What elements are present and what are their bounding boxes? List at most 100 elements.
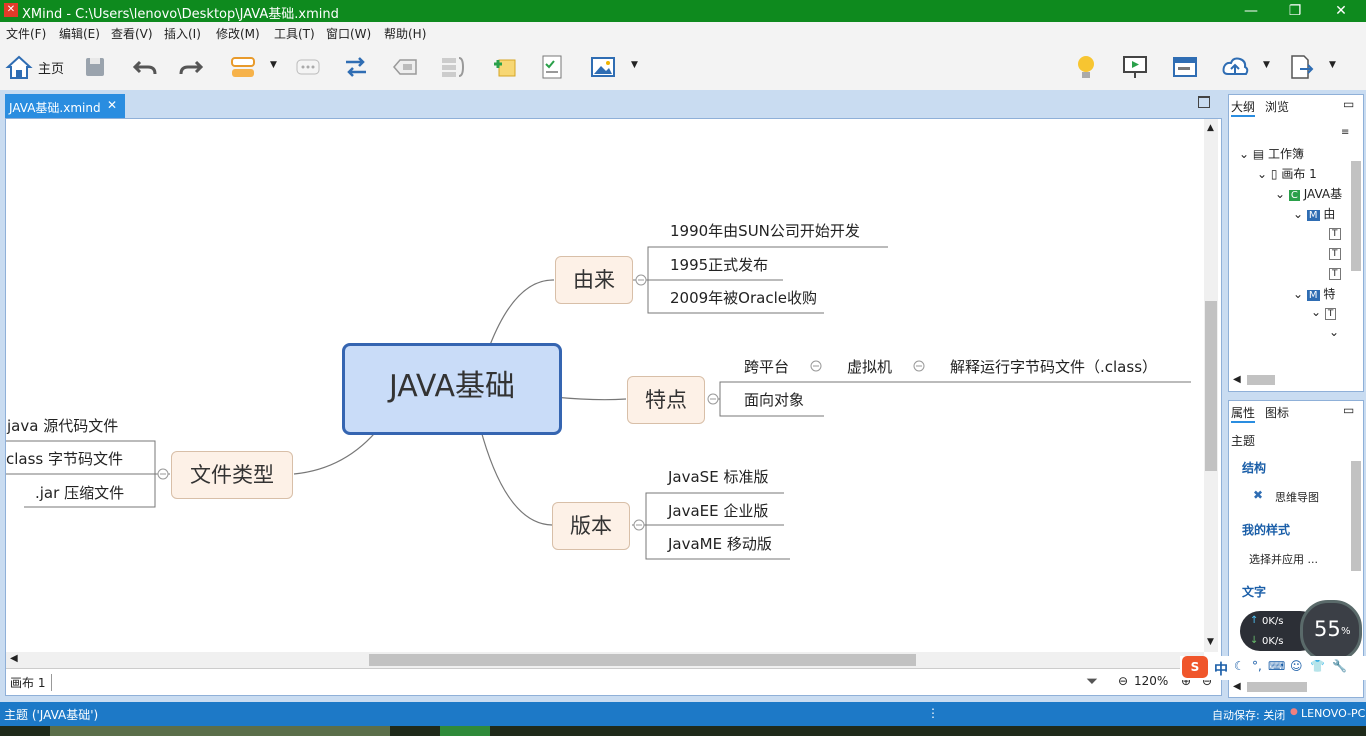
relationship-button[interactable] bbox=[341, 52, 371, 82]
vertical-scroll-thumb[interactable] bbox=[1205, 301, 1217, 471]
menu-view[interactable]: 查看(V) bbox=[111, 27, 153, 41]
undo-button[interactable] bbox=[130, 52, 160, 82]
outline-row-leaf[interactable]: T bbox=[1329, 265, 1341, 285]
outline-row-central[interactable]: ⌄ C JAVA基 bbox=[1275, 187, 1343, 201]
menu-insert[interactable]: 插入(I) bbox=[164, 27, 201, 41]
home-button[interactable] bbox=[4, 52, 34, 82]
redo-button[interactable] bbox=[176, 52, 206, 82]
menu-edit[interactable]: 编辑(E) bbox=[59, 27, 100, 41]
tab-outline[interactable]: 大纲 bbox=[1231, 98, 1256, 117]
outline-row-features[interactable]: ⌄ M 特 bbox=[1293, 287, 1336, 301]
user-icon[interactable]: ☺ bbox=[1290, 659, 1303, 673]
props-vscroll-thumb[interactable] bbox=[1351, 461, 1361, 571]
outline-row-leaf[interactable]: ⌄ bbox=[1329, 325, 1340, 339]
outline-menu-icon[interactable]: ≡ bbox=[1341, 127, 1350, 138]
autosave-status[interactable]: 自动保存: 关闭 bbox=[1212, 709, 1286, 722]
presentation-button[interactable] bbox=[1120, 52, 1150, 82]
outline-row-origin[interactable]: ⌄ M 由 bbox=[1293, 207, 1336, 221]
tab-close-icon[interactable]: ✕ bbox=[107, 98, 118, 112]
leaf-jar-archive[interactable]: .jar 压缩文件 bbox=[35, 484, 125, 502]
outline-row-leaf[interactable]: T bbox=[1329, 225, 1341, 245]
props-hscroll-thumb[interactable] bbox=[1247, 682, 1307, 692]
export-dropdown-icon[interactable]: ▼ bbox=[1329, 60, 1336, 70]
zoom-reset-icon[interactable]: ⊖ bbox=[1202, 674, 1213, 688]
home-label[interactable]: 主页 bbox=[38, 62, 65, 77]
outline-row-leaf[interactable]: ⌄ T bbox=[1311, 305, 1337, 325]
topic-origin[interactable]: 由来 bbox=[555, 256, 633, 304]
net-speed-widget[interactable]: ↑ 0K/s ↓ 0K/s 55 % bbox=[1240, 600, 1362, 662]
outline-vscroll-thumb[interactable] bbox=[1351, 161, 1361, 271]
leaf-javaee[interactable]: JavaEE 企业版 bbox=[668, 502, 769, 520]
scroll-down-icon[interactable]: ▼ bbox=[1207, 637, 1214, 647]
mindmap-canvas[interactable]: JAVA基础 由来 1990年由SUN公司开始开发 1995正式发布 2009年… bbox=[6, 119, 1204, 652]
leaf-origin-1990[interactable]: 1990年由SUN公司开始开发 bbox=[670, 222, 860, 240]
zoom-in-icon[interactable]: ⊕ bbox=[1181, 674, 1192, 688]
topic-button[interactable] bbox=[228, 52, 258, 82]
topic-dropdown-icon[interactable]: ▼ bbox=[270, 60, 277, 70]
tab-icons[interactable]: 图标 bbox=[1265, 406, 1290, 420]
outline-row-sheet[interactable]: ⌄ ▯ 画布 1 bbox=[1257, 167, 1317, 181]
menu-window[interactable]: 窗口(W) bbox=[326, 27, 372, 41]
leaf-cross-platform[interactable]: 跨平台 bbox=[744, 358, 790, 376]
summary-button[interactable] bbox=[438, 52, 468, 82]
skin-icon[interactable]: 👕 bbox=[1310, 659, 1325, 673]
central-topic[interactable]: JAVA基础 bbox=[342, 343, 562, 435]
image-button[interactable] bbox=[588, 52, 618, 82]
leaf-virtual-machine[interactable]: 虚拟机 bbox=[847, 358, 893, 376]
leaf-java-source[interactable]: java 源代码文件 bbox=[7, 417, 119, 435]
moon-icon[interactable]: ☾ bbox=[1234, 659, 1245, 673]
taskbar-item[interactable] bbox=[440, 726, 490, 736]
leaf-origin-2009[interactable]: 2009年被Oracle收购 bbox=[670, 289, 817, 307]
menu-modify[interactable]: 修改(M) bbox=[216, 27, 260, 41]
panel-minimize-icon[interactable]: ▭ bbox=[1343, 97, 1355, 111]
filter-icon[interactable]: ⏷ bbox=[1086, 672, 1099, 690]
image-dropdown-icon[interactable]: ▼ bbox=[631, 60, 638, 70]
horizontal-scrollbar[interactable]: ◀ bbox=[6, 652, 1204, 668]
leaf-javame[interactable]: JavaME 移动版 bbox=[668, 535, 772, 553]
ime-language[interactable]: 中 bbox=[1214, 662, 1228, 678]
tab-properties[interactable]: 属性 bbox=[1231, 404, 1256, 423]
leaf-origin-1995[interactable]: 1995正式发布 bbox=[670, 256, 769, 274]
leaf-bytecode[interactable]: 解释运行字节码文件（.class） bbox=[950, 358, 1158, 376]
outline-row-workbook[interactable]: ⌄ ▤ 工作簿 bbox=[1239, 147, 1305, 161]
editor-tab[interactable]: JAVA基础.xmind ✕ bbox=[5, 94, 125, 118]
restore-button[interactable]: ❐ bbox=[1288, 3, 1302, 19]
structure-value[interactable]: 思维导图 bbox=[1275, 491, 1319, 504]
props-scroll-left-icon[interactable]: ◀ bbox=[1233, 681, 1241, 692]
sheet-tab[interactable]: 画布 1 bbox=[10, 674, 53, 691]
taskbar-item[interactable] bbox=[50, 726, 390, 736]
note-button[interactable] bbox=[490, 52, 520, 82]
keyboard-icon[interactable]: ⌨ bbox=[1268, 659, 1286, 673]
task-button[interactable] bbox=[537, 52, 567, 82]
menu-file[interactable]: 文件(F) bbox=[6, 27, 47, 41]
close-button[interactable]: ✕ bbox=[1335, 3, 1347, 19]
menu-tools[interactable]: 工具(T) bbox=[274, 27, 315, 41]
horizontal-scroll-thumb[interactable] bbox=[369, 654, 916, 666]
topic-features[interactable]: 特点 bbox=[627, 376, 705, 424]
topic-filetypes[interactable]: 文件类型 bbox=[171, 451, 293, 499]
zoom-out-icon[interactable]: ⊖ bbox=[1118, 674, 1129, 688]
ime-toolbar[interactable]: S 中 ☾ °, ⌨ ☺ 👕 🔧 bbox=[1180, 656, 1366, 680]
outline-hscroll-thumb[interactable] bbox=[1247, 375, 1275, 385]
menu-help[interactable]: 帮助(H) bbox=[384, 27, 427, 41]
leaf-class-bytecode[interactable]: class 字节码文件 bbox=[6, 450, 124, 468]
boundary-button[interactable] bbox=[390, 52, 420, 82]
tab-browse[interactable]: 浏览 bbox=[1265, 100, 1290, 114]
upload-dropdown-icon[interactable]: ▼ bbox=[1263, 60, 1270, 70]
scroll-left-icon[interactable]: ◀ bbox=[10, 653, 18, 664]
save-button[interactable] bbox=[80, 52, 110, 82]
leaf-javase[interactable]: JavaSE 标准版 bbox=[668, 468, 769, 486]
vertical-scrollbar[interactable]: ▲ ▼ bbox=[1204, 119, 1218, 652]
upload-button[interactable] bbox=[1220, 52, 1250, 82]
layout-button[interactable] bbox=[1170, 52, 1200, 82]
panel-minimize-icon[interactable]: ▭ bbox=[1343, 403, 1355, 417]
brainstorm-button[interactable] bbox=[1071, 52, 1101, 82]
scroll-up-icon[interactable]: ▲ bbox=[1207, 123, 1214, 133]
outline-row-leaf[interactable]: T bbox=[1329, 245, 1341, 265]
minimize-button[interactable]: — bbox=[1244, 3, 1258, 19]
wrench-icon[interactable]: 🔧 bbox=[1332, 659, 1347, 673]
export-button[interactable] bbox=[1286, 52, 1316, 82]
style-select[interactable]: 选择并应用 ... bbox=[1249, 553, 1318, 566]
leaf-oop[interactable]: 面向对象 bbox=[744, 391, 805, 409]
topic-versions[interactable]: 版本 bbox=[552, 502, 630, 550]
